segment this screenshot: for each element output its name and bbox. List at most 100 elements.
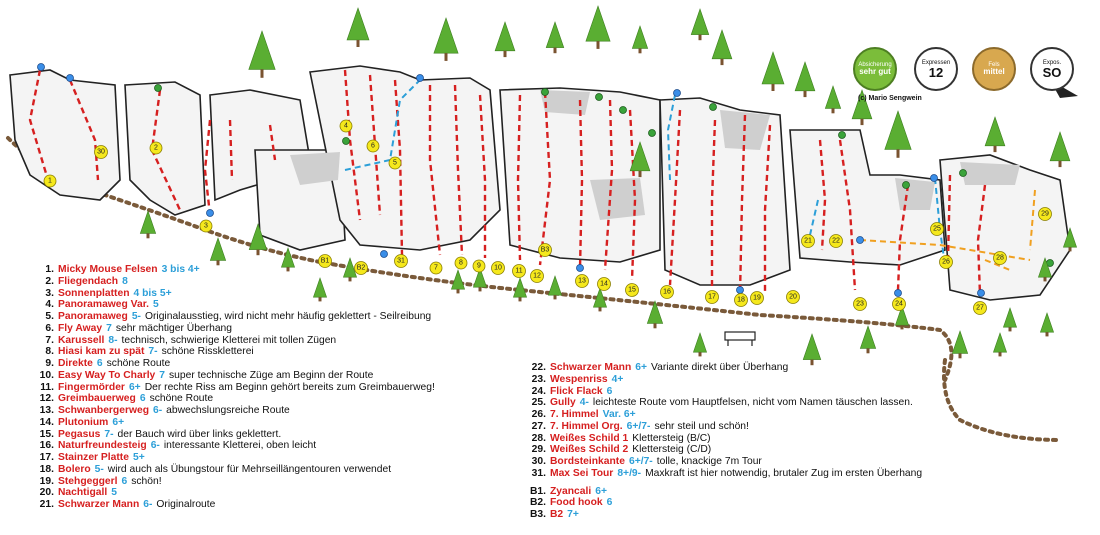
route-marker-b3[interactable]: B3 [538, 243, 552, 257]
route-marker-1[interactable]: 1 [43, 174, 57, 188]
legend-desc: Der rechte Riss am Beginn gehört bereits… [144, 381, 435, 393]
route-marker-13[interactable]: 13 [575, 274, 589, 288]
route-marker-5[interactable]: 5 [388, 156, 402, 170]
route-marker-b2[interactable]: B2 [354, 261, 368, 275]
route-marker-11[interactable]: 11 [512, 264, 526, 278]
route-marker-15[interactable]: 15 [625, 283, 639, 297]
legend-num: B2. [529, 497, 546, 509]
rock-label: Fels [988, 62, 1000, 68]
legend-num: 20. [39, 487, 54, 499]
legend-row-route[interactable]: 27.7. Himmel Org.6+/7-sehr steil und sch… [522, 421, 1092, 433]
route-marker-label: 26 [942, 259, 950, 266]
route-marker-22[interactable]: 22 [829, 234, 843, 248]
route-marker-label: 7 [434, 265, 438, 272]
route-marker-b1[interactable]: B1 [318, 254, 332, 268]
legend-num: 25. [531, 397, 546, 409]
route-marker-21[interactable]: 21 [801, 234, 815, 248]
legend-name: Pegasus [58, 428, 101, 440]
route-marker-23[interactable]: 23 [853, 297, 867, 311]
route-marker-label: 5 [393, 160, 397, 167]
route-marker-4[interactable]: 4 [339, 119, 353, 133]
legend-num: 1. [45, 264, 54, 275]
route-marker-14[interactable]: 14 [597, 277, 611, 291]
route-marker-2[interactable]: 2 [149, 141, 163, 155]
route-marker-30[interactable]: 30 [94, 145, 108, 159]
route-marker-17[interactable]: 17 [705, 290, 719, 304]
route-marker-12[interactable]: 12 [530, 269, 544, 283]
route-marker-9[interactable]: 9 [472, 259, 486, 273]
route-marker-19[interactable]: 19 [750, 291, 764, 305]
quickdraws-badge: Expressen 12 [914, 47, 958, 91]
route-marker-25[interactable]: 25 [930, 222, 944, 236]
tree-icon [248, 30, 276, 78]
route-marker-27[interactable]: 27 [973, 301, 987, 315]
route-marker-31[interactable]: 31 [394, 254, 408, 268]
tree-icon [592, 287, 608, 312]
route-marker-26[interactable]: 26 [939, 255, 953, 269]
legend-grade: 6+ [635, 362, 648, 373]
route-marker-29[interactable]: 29 [1038, 207, 1052, 221]
route-marker-label: 16 [663, 289, 671, 296]
route-marker-label: 27 [976, 305, 984, 312]
legend-num: 18. [39, 463, 54, 475]
route-marker-16[interactable]: 16 [660, 285, 674, 299]
tree-icon [312, 277, 328, 302]
tree-icon [139, 210, 157, 239]
legend-name: Zyancali [550, 485, 592, 497]
route-marker-28[interactable]: 28 [993, 251, 1007, 265]
legend-desc: sehr mächtiger Überhang [115, 322, 232, 334]
copyright-text: (c) Mario Sengwein [858, 95, 922, 102]
route-marker-10[interactable]: 10 [491, 261, 505, 275]
tree-icon [346, 7, 370, 47]
route-marker-label: 6 [371, 143, 375, 150]
legend-row-route[interactable]: 4.Panoramaweg Var.5 [30, 299, 530, 311]
route-marker-8[interactable]: 8 [454, 256, 468, 270]
legend-num: 8. [45, 346, 54, 358]
route-marker-7[interactable]: 7 [429, 261, 443, 275]
route-marker-3[interactable]: 3 [199, 219, 213, 233]
legend-name: Panoramaweg [58, 311, 128, 322]
route-marker-label: B2 [357, 265, 366, 272]
route-marker-6[interactable]: 6 [366, 139, 380, 153]
route-marker-20[interactable]: 20 [786, 290, 800, 304]
tree-icon [472, 267, 488, 292]
route-marker-24[interactable]: 24 [892, 297, 906, 311]
route-marker-18[interactable]: 18 [734, 293, 748, 307]
legend-grade: 6 [606, 385, 613, 397]
legend-num: 11. [40, 381, 54, 393]
legend-name: Fly Away [58, 322, 103, 334]
